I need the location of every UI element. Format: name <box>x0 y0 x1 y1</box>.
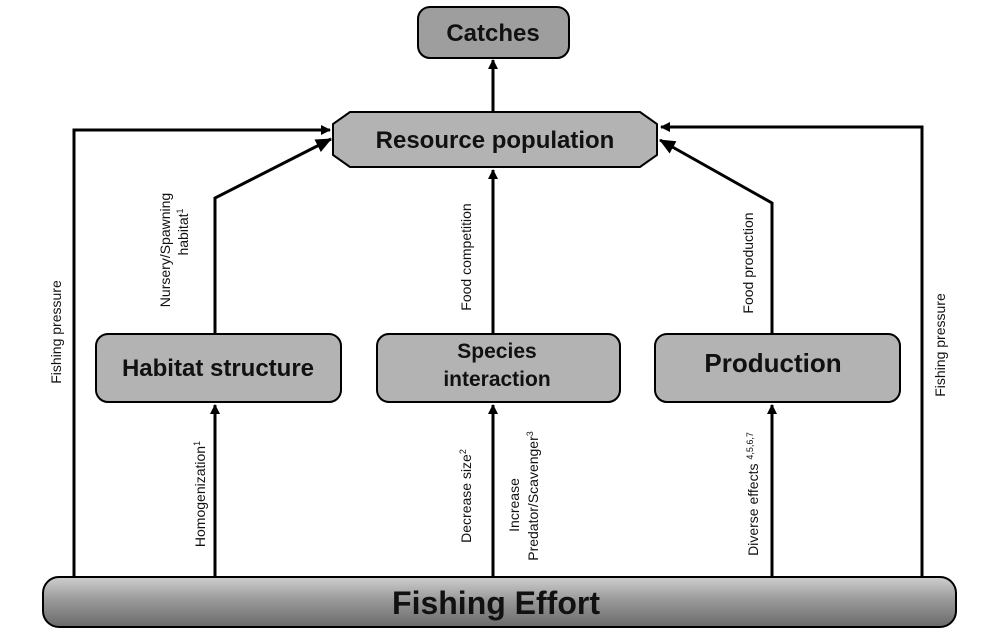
nursery-habitat-text: habitat <box>175 213 191 255</box>
fishing-pressure-right-label: Fishing pressure <box>932 293 948 397</box>
arrow-production-to-resource <box>659 138 774 334</box>
decrease-size-superscript: 2 <box>458 449 468 454</box>
predator-scavenger-text: Predator/Scavenger <box>525 436 541 561</box>
fishing-pressure-left-label: Fishing pressure <box>48 280 64 384</box>
nursery-superscript: 1 <box>175 208 185 213</box>
diverse-effects-superscript: 4,5,6,7 <box>745 432 755 460</box>
nursery-spawning-label-line2: habitat1 <box>175 208 191 255</box>
production-node: Production <box>654 333 901 403</box>
arrow-fishing-pressure-right <box>660 122 924 577</box>
diverse-effects-text: Diverse effects <box>745 460 761 556</box>
fishing-effort-node: Fishing Effort <box>42 576 957 628</box>
species-interaction-label-line2: interaction <box>443 368 550 391</box>
increase-superscript: 3 <box>525 431 535 436</box>
increase-label-line2: Predator/Scavenger3 <box>525 431 541 561</box>
arrow-habitat-to-resource <box>213 137 332 334</box>
species-interaction-label-line1: Species <box>457 340 536 363</box>
habitat-structure-node: Habitat structure <box>95 333 342 403</box>
resource-population-label: Resource population <box>376 127 615 154</box>
catches-node: Catches <box>417 6 570 59</box>
fishing-effort-label: Fishing Effort <box>392 585 600 621</box>
diverse-effects-label: Diverse effects 4,5,6,7 <box>745 432 761 556</box>
food-production-label: Food production <box>740 212 756 313</box>
homogenization-label: Homogenization1 <box>192 441 208 547</box>
species-interaction-node: Species interaction <box>376 333 621 403</box>
decrease-size-text: Decrease size <box>458 454 474 543</box>
production-label: Production <box>704 348 841 378</box>
decrease-size-label: Decrease size2 <box>458 449 474 543</box>
increase-label-line1: Increase <box>506 478 522 532</box>
homogenization-text: Homogenization <box>192 446 208 547</box>
arrow-fishing-pressure-left <box>72 125 331 577</box>
arrows <box>72 59 924 577</box>
resource-population-node: Resource population <box>332 111 658 168</box>
habitat-structure-label: Habitat structure <box>122 355 314 382</box>
nursery-spawning-label-line1: Nursery/Spawning <box>157 193 173 307</box>
food-competition-label: Food competition <box>458 203 474 310</box>
catches-label: Catches <box>446 20 539 47</box>
homogenization-superscript: 1 <box>192 441 202 446</box>
